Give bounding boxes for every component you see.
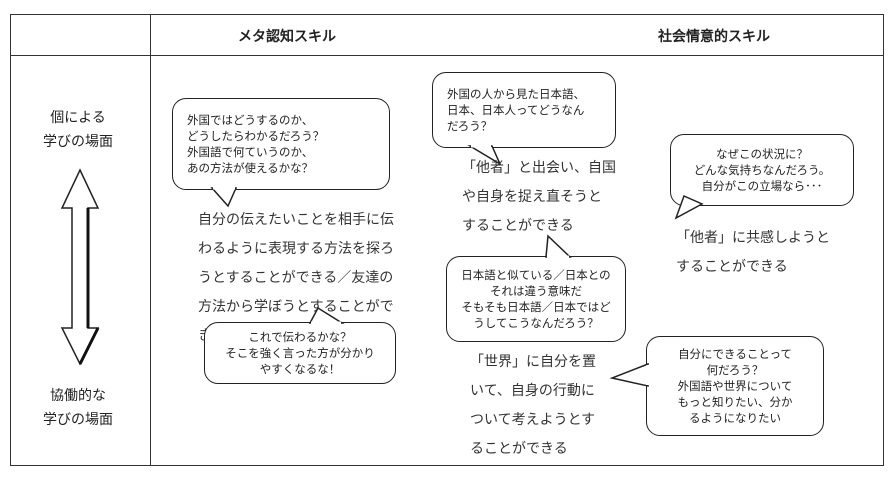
bubble-tail	[545, 234, 572, 259]
side-label-individual: 個による 学びの場面	[43, 110, 113, 150]
bubble-tail	[308, 306, 345, 325]
bubble-tail	[467, 144, 502, 166]
header-metacognitive-skill: メタ認知スキル	[238, 29, 336, 45]
bubble-tail	[674, 194, 704, 220]
speech-bubble-thinking-3: 外国の人から見た日本語、 日本、日本人ってどうなん だろう？	[432, 72, 616, 148]
description-text-2: 「他者」と出会い、自国 や自身を捉え直そうと することができる	[462, 160, 616, 234]
double-arrow-icon	[60, 168, 100, 366]
header-divider	[10, 55, 884, 56]
speech-bubble-thinking-5: なぜこの状況に？ どんな気持ちなんだろう。 自分がこの立場なら･･･	[670, 134, 854, 206]
table-frame	[10, 14, 884, 466]
description-text-4: 「世界」に自分を置 いて、自身の行動に ついて考えようとす ることができる	[470, 354, 596, 457]
bubble-tail	[609, 362, 650, 387]
header-socio-emotional-skill: 社会情意的スキル	[658, 29, 770, 45]
side-label-collaborative: 協働的な 学びの場面	[43, 388, 113, 428]
speech-bubble-thinking-6: 自分にできることって 何だろう？ 外国語や世界について もっと知りたい、分か る…	[646, 336, 824, 436]
column-divider	[150, 14, 151, 466]
speech-bubble-thinking-2: これで伝わるかな？ そこを強く言った方が分かり やすくなるな！	[204, 322, 396, 384]
speech-bubble-thinking-1: 外国ではどうするのか、 どうしたらわかるだろう？ 外国語で何ていうのか、 あの方…	[172, 98, 390, 190]
bubble-tail	[210, 186, 238, 208]
description-text-3: 「他者」に共感しようと することができる	[676, 230, 830, 275]
speech-bubble-thinking-4: 日本語と似ている／日本との それは違う意味だ そもそも日本語／日本ではど うして…	[446, 256, 626, 342]
